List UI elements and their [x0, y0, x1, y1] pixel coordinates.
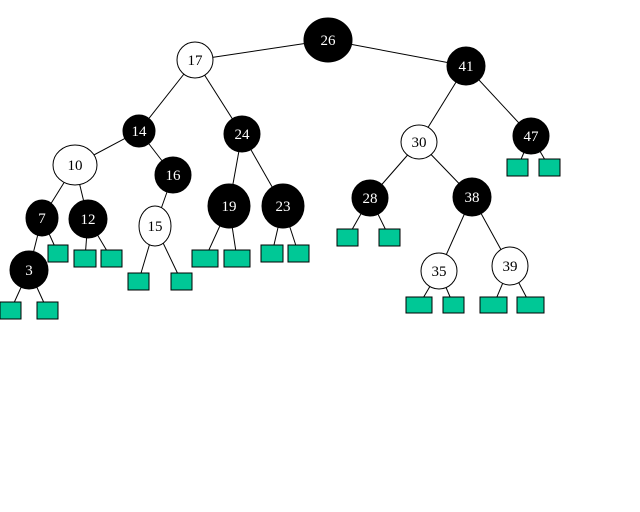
black-node-circle [446, 46, 486, 86]
red-node-circle [176, 41, 214, 79]
red-node-circle [52, 144, 98, 186]
tree-node-19: 19 [207, 183, 251, 229]
tree-node-17: 17 [176, 41, 214, 79]
node-key-label: 17 [188, 53, 204, 69]
black-node-circle [68, 199, 108, 239]
node-key-label: 15 [148, 219, 163, 235]
tree-node-28: 28 [351, 179, 389, 217]
nil-leaf [0, 301, 22, 320]
tree-node-35: 35 [420, 252, 458, 290]
tree-node-3: 3 [9, 250, 49, 290]
node-key-label: 38 [465, 190, 480, 206]
nil-leaf [336, 228, 359, 247]
nil-leaf [287, 244, 310, 263]
red-node-circle [420, 252, 458, 290]
nil-leaf [47, 244, 69, 263]
node-key-label: 41 [459, 59, 474, 75]
nil-leaves [0, 158, 561, 320]
black-node-circle [303, 17, 353, 63]
tree-nodes: 26 17 41 14 24 30 47 10 16 19 23 28 38 7 12 15 35 39 3 [9, 17, 550, 290]
nil-leaf [100, 249, 123, 268]
node-key-label: 26 [321, 33, 337, 49]
black-node-circle [9, 250, 49, 290]
node-key-label: 47 [524, 129, 540, 145]
red-node-circle [491, 246, 529, 286]
node-key-label: 14 [132, 124, 148, 140]
nil-leaf [260, 244, 284, 263]
node-key-label: 28 [363, 191, 378, 207]
black-node-circle [261, 183, 305, 229]
nil-leaf [442, 296, 465, 314]
tree-node-38: 38 [452, 177, 492, 217]
black-node-circle [512, 117, 550, 155]
node-key-label: 16 [166, 168, 182, 184]
red-node-circle [400, 124, 438, 160]
node-key-label: 19 [222, 199, 237, 215]
tree-node-23: 23 [261, 183, 305, 229]
node-key-label: 3 [25, 263, 33, 279]
node-key-label: 23 [276, 199, 291, 215]
tree-node-16: 16 [154, 156, 192, 194]
tree-node-14: 14 [122, 114, 156, 148]
nil-leaf [506, 158, 529, 177]
black-node-circle [122, 114, 156, 148]
red-node-circle [138, 205, 172, 247]
tree-node-47: 47 [512, 117, 550, 155]
node-key-label: 35 [432, 264, 447, 280]
node-key-label: 30 [412, 135, 427, 151]
nil-leaf [223, 249, 251, 268]
black-node-circle [351, 179, 389, 217]
nil-leaf [479, 296, 508, 314]
node-key-label: 39 [503, 259, 518, 275]
nil-leaf [36, 301, 59, 320]
nil-leaf [405, 296, 433, 314]
nil-leaf [378, 228, 401, 247]
node-key-label: 24 [235, 127, 251, 143]
tree-node-26: 26 [303, 17, 353, 63]
nil-leaf [516, 296, 545, 314]
tree-node-30: 30 [400, 124, 438, 160]
tree-node-24: 24 [223, 115, 261, 153]
tree-node-15: 15 [138, 205, 172, 247]
node-key-label: 12 [81, 212, 96, 228]
tree-node-10: 10 [52, 144, 98, 186]
nil-leaf [538, 158, 561, 177]
tree-node-7: 7 [25, 199, 59, 237]
nil-leaf [170, 272, 193, 291]
tree-node-39: 39 [491, 246, 529, 286]
black-node-circle [223, 115, 261, 153]
node-key-label: 7 [38, 211, 46, 227]
black-node-circle [25, 199, 59, 237]
black-node-circle [154, 156, 192, 194]
tree-node-12: 12 [68, 199, 108, 239]
nil-leaf [191, 249, 219, 268]
node-key-label: 10 [68, 158, 83, 174]
black-node-circle [207, 183, 251, 229]
black-node-circle [452, 177, 492, 217]
nil-leaf [73, 249, 97, 268]
nil-leaf [127, 272, 150, 291]
tree-node-41: 41 [446, 46, 486, 86]
